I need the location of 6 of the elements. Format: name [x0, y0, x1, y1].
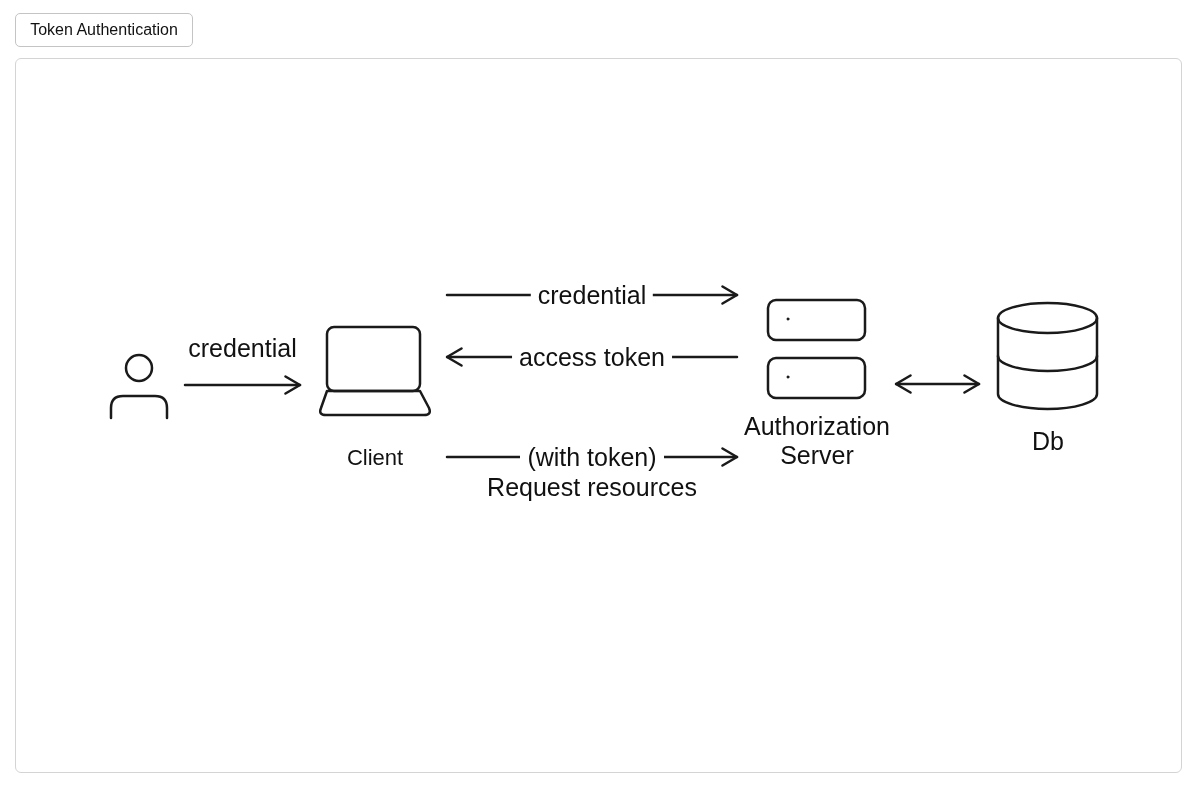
node-label: Authorization Server [743, 412, 891, 470]
arrow [894, 374, 981, 394]
node-label: Db [1032, 427, 1064, 456]
arrow [183, 375, 302, 395]
diagram-title: Token Authentication [15, 13, 193, 47]
node-label: Client [346, 445, 404, 471]
